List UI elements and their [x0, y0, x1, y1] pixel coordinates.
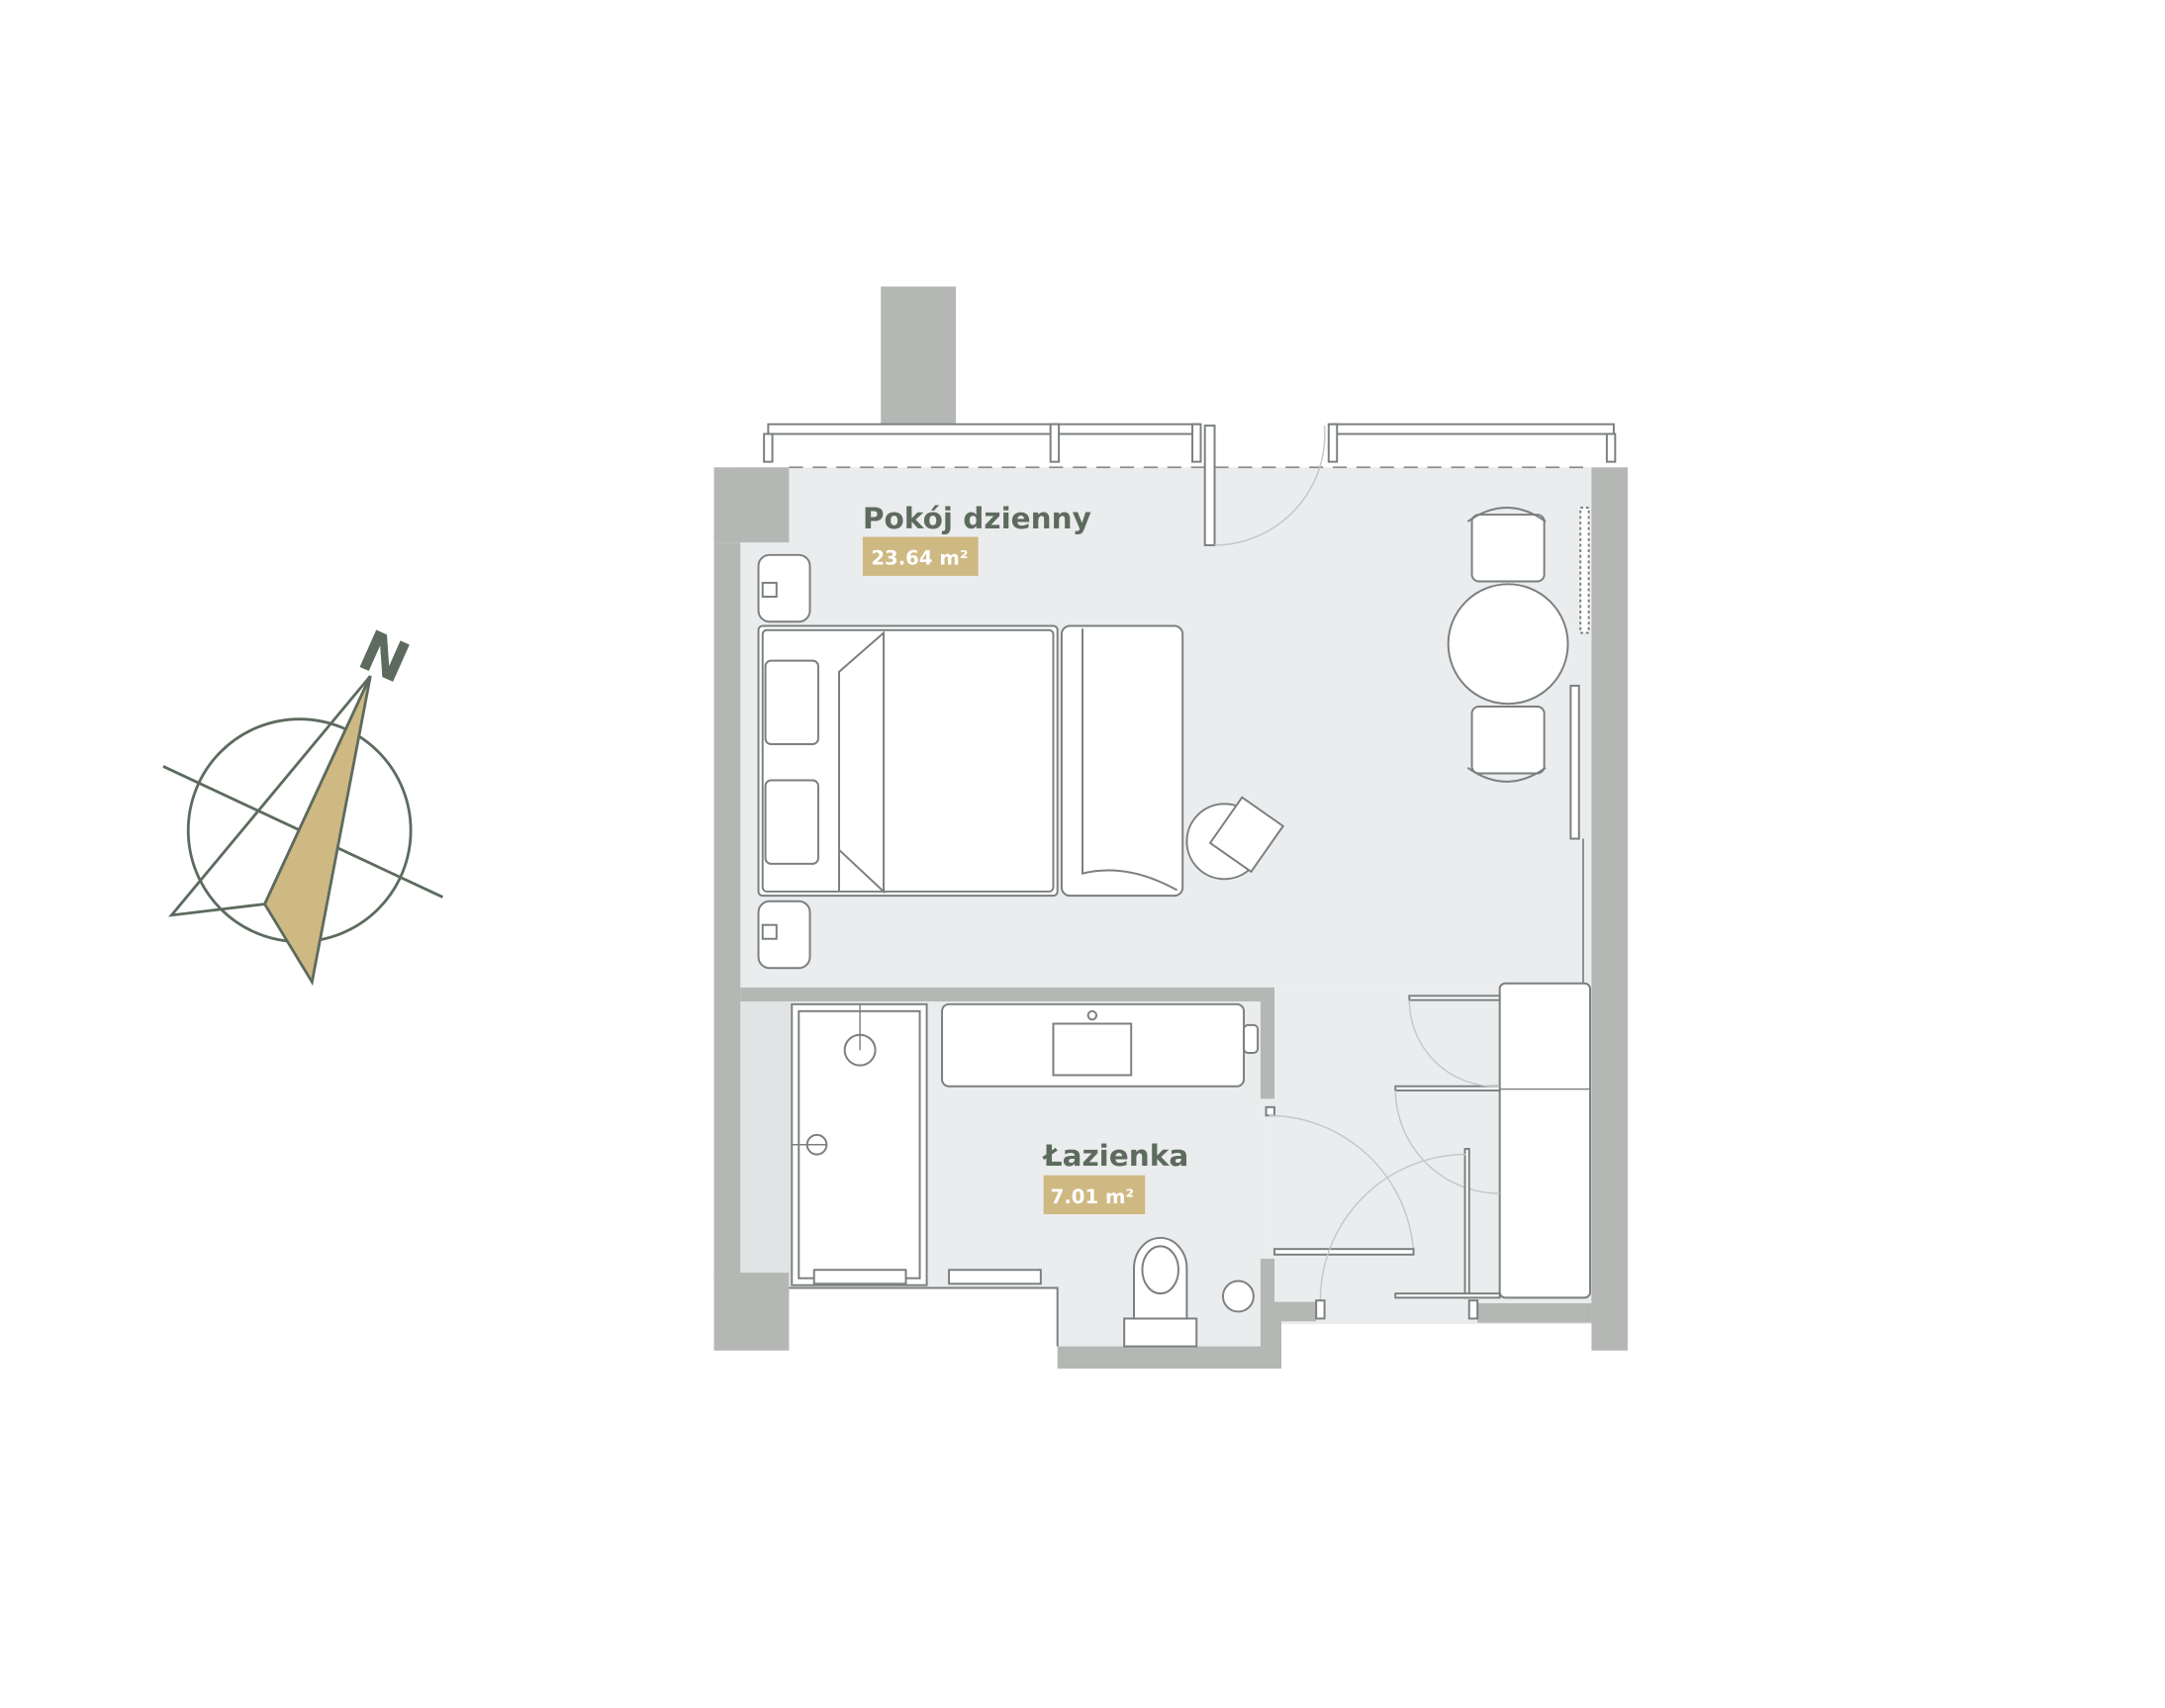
bed — [757, 624, 1059, 898]
hall — [1265, 982, 1592, 1320]
bathroom-door[interactable] — [1272, 1248, 1415, 1256]
compass-needle — [262, 675, 372, 987]
room-name-living: Pokój dzienny — [863, 502, 1091, 535]
sofa — [1060, 624, 1184, 898]
chair — [1470, 706, 1546, 775]
wardrobe — [1498, 982, 1592, 1299]
area-badge-living — [862, 536, 979, 576]
area-living: 23.64 m² — [871, 547, 968, 570]
compass: N — [162, 618, 444, 987]
toilet — [1133, 1237, 1188, 1320]
chimney — [881, 286, 957, 425]
pillow — [764, 659, 819, 745]
chair — [1470, 514, 1546, 583]
room-name-bathroom: Łazienka — [1042, 1139, 1189, 1173]
toilet-tank — [1123, 1317, 1198, 1348]
bidet — [1221, 1280, 1255, 1313]
dining-table — [1447, 583, 1569, 706]
area-bathroom: 7.01 m² — [1051, 1186, 1134, 1208]
entrance-door[interactable] — [1394, 1292, 1501, 1299]
radiator — [1579, 507, 1590, 634]
bathroom-fixtures: Łazienka 7.01 m² — [791, 1002, 1260, 1348]
area-badge-bathroom — [1043, 1175, 1146, 1215]
nightstand — [757, 553, 811, 623]
shelf — [1569, 684, 1580, 840]
balcony-door[interactable] — [1203, 425, 1216, 546]
sink — [1052, 1022, 1133, 1077]
windows — [763, 423, 1617, 546]
walls — [713, 286, 1628, 1370]
north-label: N — [349, 618, 418, 697]
pillow — [764, 779, 819, 865]
living-room-furniture: Pokój dzienny 23.64 m² — [757, 502, 1590, 984]
nightstand — [757, 900, 811, 970]
